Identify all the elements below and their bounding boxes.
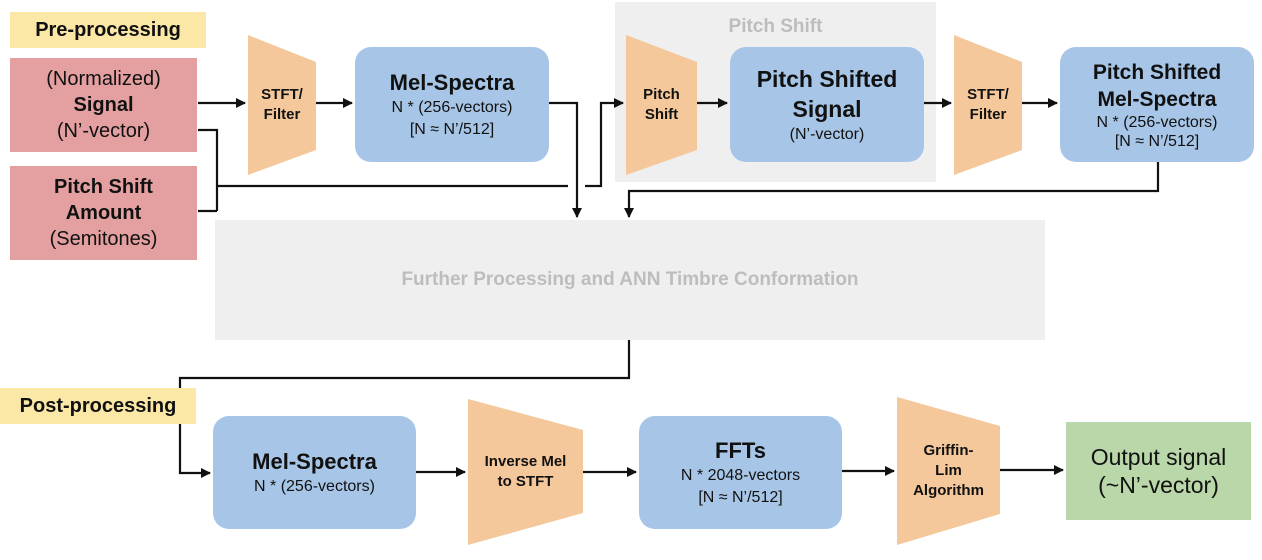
pitch-shift-group-title: Pitch Shift [728, 16, 823, 37]
pitch-shift-label: Pitch Shift [626, 85, 697, 125]
ffts-n: [N ≈ N’/512] [698, 488, 783, 506]
stft-filter-1-shape [248, 35, 316, 175]
signal-line2: Signal [73, 94, 134, 116]
stft-filter-2-line2: Filter [969, 106, 1007, 123]
further-processing-block: Further Processing and ANN Timbre Confor… [215, 220, 1045, 340]
stft-filter-2-label: STFT/ Filter [954, 85, 1022, 125]
griffin-lim-line1: Griffin- [923, 442, 974, 459]
pitch-shifted-mel-n: [N ≈ N’/512] [1114, 132, 1200, 150]
amount-line1: Pitch Shift [54, 176, 153, 198]
output-line1: Output signal [1090, 444, 1227, 470]
output-line2: (~N’-vector) [1098, 472, 1219, 498]
pitch-shifted-signal-line2: Signal [792, 95, 862, 122]
pitch-shift-line2: Shift [644, 106, 679, 123]
pitch-shifted-mel-box: Pitch Shifted Mel-Spectra N * (256-vecto… [1060, 47, 1254, 162]
amount-line3: (Semitones) [49, 228, 158, 250]
amount-line2: Amount [65, 202, 142, 224]
ffts-box: FFTs N * 2048-vectors [N ≈ N’/512] [639, 416, 842, 529]
pitch-shifted-mel-line2: Mel-Spectra [1097, 87, 1217, 111]
output-signal-box: Output signal (~N’-vector) [1066, 422, 1251, 520]
pitch-shift-shape [626, 35, 697, 175]
further-processing-label: Further Processing and ANN Timbre Confor… [401, 269, 859, 290]
stft-filter-2-shape [954, 35, 1022, 175]
pitch-shifted-signal-line1: Pitch Shifted [756, 65, 898, 92]
mel-spectra-title: Mel-Spectra [389, 69, 515, 95]
pitch-shift-amount-box: Pitch Shift Amount (Semitones) [10, 166, 197, 260]
griffin-lim-label: Griffin- Lim Algorithm [897, 441, 1000, 501]
inverse-mel-line1: Inverse Mel [484, 453, 567, 470]
mel-spectra-dims: N * (256-vectors) [391, 98, 513, 116]
inverse-mel-label: Inverse Mel to STFT [468, 452, 583, 492]
stft-filter-1-line2: Filter [263, 106, 301, 123]
inverse-mel-shape [468, 399, 583, 545]
signal-line3: (N’-vector) [56, 120, 151, 142]
signal-input-box: (Normalized) Signal (N’-vector) [10, 58, 197, 152]
griffin-lim-shape [897, 397, 1000, 545]
signal-line1: (Normalized) [46, 68, 161, 90]
post-mel-spectra-box: Mel-Spectra N * (256-vectors) [213, 416, 416, 529]
pitch-shifted-signal-line3: (N’-vector) [789, 125, 865, 143]
stft-filter-1-label: STFT/ Filter [248, 85, 316, 125]
ffts-title: FFTs [715, 437, 766, 463]
stft-filter-2-line1: STFT/ [967, 86, 1009, 103]
pre-processing-label: Pre-processing [10, 12, 206, 48]
pitch-shift-line1: Pitch [643, 86, 680, 103]
pitch-shifted-mel-dims: N * (256-vectors) [1096, 113, 1218, 131]
griffin-lim-line2: Lim [935, 462, 962, 479]
mel-spectra-n: [N ≈ N’/512] [409, 120, 495, 138]
stft-filter-1-line1: STFT/ [261, 86, 303, 103]
griffin-lim-line3: Algorithm [913, 482, 984, 499]
pitch-shifted-mel-line1: Pitch Shifted [1092, 60, 1222, 84]
inverse-mel-line2: to STFT [497, 473, 554, 490]
post-mel-spectra-title: Mel-Spectra [252, 448, 377, 474]
mel-spectra-box: Mel-Spectra N * (256-vectors) [N ≈ N’/51… [355, 47, 549, 162]
ffts-dims: N * 2048-vectors [680, 466, 801, 484]
pitch-shifted-signal-box: Pitch Shifted Signal (N’-vector) [730, 47, 924, 162]
post-processing-label: Post-processing [0, 388, 196, 424]
post-mel-spectra-dims: N * (256-vectors) [254, 477, 375, 495]
